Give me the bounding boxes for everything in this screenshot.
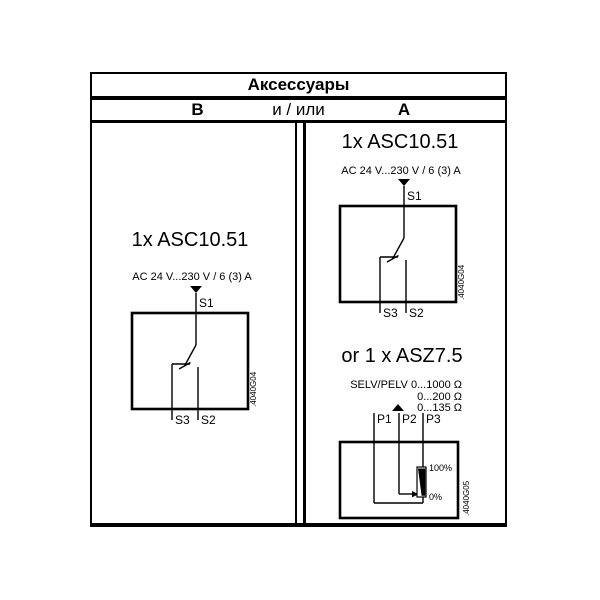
- header-column-a: A: [397, 100, 411, 119]
- resistance-ranges: SELV/PELV 0...1000 Ω 0...200 Ω 0...135 Ω: [322, 379, 462, 415]
- terminal-label-s3: S3: [383, 306, 398, 320]
- potentiometer-wedge: [418, 468, 426, 496]
- scale-max-label: 100%: [429, 463, 452, 473]
- rating-label-a: AC 24 V...230 V / 6 (3) A: [341, 165, 461, 177]
- device-box: [338, 440, 460, 520]
- wiper-arrow-icon: [412, 491, 419, 498]
- accessories-table: Аксессуары и / или B A: [90, 72, 507, 527]
- terminal-label-s2: S2: [201, 413, 216, 427]
- triangle-down-icon: [190, 286, 202, 293]
- switch-lever: [183, 344, 197, 367]
- terminal-label-p2: P2: [402, 412, 417, 426]
- triangle-down-icon: [398, 179, 410, 186]
- device-box: [338, 204, 458, 304]
- figure-ref-code: .4040G04: [249, 371, 258, 407]
- terminal-label-s3: S3: [175, 413, 190, 427]
- figure-ref-code: .4040G05: [462, 480, 471, 516]
- table-body: [92, 123, 505, 523]
- range-line-1: SELV/PELV 0...1000 Ω: [350, 379, 462, 391]
- potentiometer-diagram: P1 P2 P3 100% 0% .4040G05: [338, 404, 471, 520]
- relay-switch-diagram-b: S1 S3 S2 .4040G04: [130, 286, 258, 427]
- device-title-a-poti: or 1 x ASZ7.5: [341, 345, 463, 367]
- terminal-label-p1: P1: [377, 412, 392, 426]
- terminal-label-s1: S1: [407, 189, 422, 203]
- relay-switch-diagram-a: S1 S3 S2 .4040G04: [338, 179, 466, 320]
- device-title-a-relay: 1x ASC10.51: [341, 131, 459, 153]
- range-line-2: 0...200 Ω: [417, 390, 462, 403]
- terminal-label-p3: P3: [426, 412, 441, 426]
- device-title-b: 1x ASC10.51: [131, 229, 249, 251]
- scale-min-label: 0%: [429, 492, 442, 502]
- range-line-3: 0...135 Ω: [417, 402, 462, 414]
- switch-lever: [391, 237, 405, 260]
- rating-label-b: AC 24 V...230 V / 6 (3) A: [132, 271, 252, 283]
- header-column-b: B: [191, 100, 204, 119]
- column-divider-thin: [295, 123, 297, 523]
- terminal-label-s2: S2: [409, 306, 424, 320]
- triangle-up-icon: [392, 404, 404, 411]
- header-connector: и / или: [272, 100, 325, 119]
- device-box: [130, 311, 250, 411]
- table-title: Аксессуары: [92, 74, 505, 100]
- terminal-label-s1: S1: [199, 296, 214, 310]
- column-divider-thick: [303, 123, 306, 523]
- column-header-row: и / или B A: [92, 100, 505, 123]
- figure-ref-code: .4040G04: [457, 264, 466, 300]
